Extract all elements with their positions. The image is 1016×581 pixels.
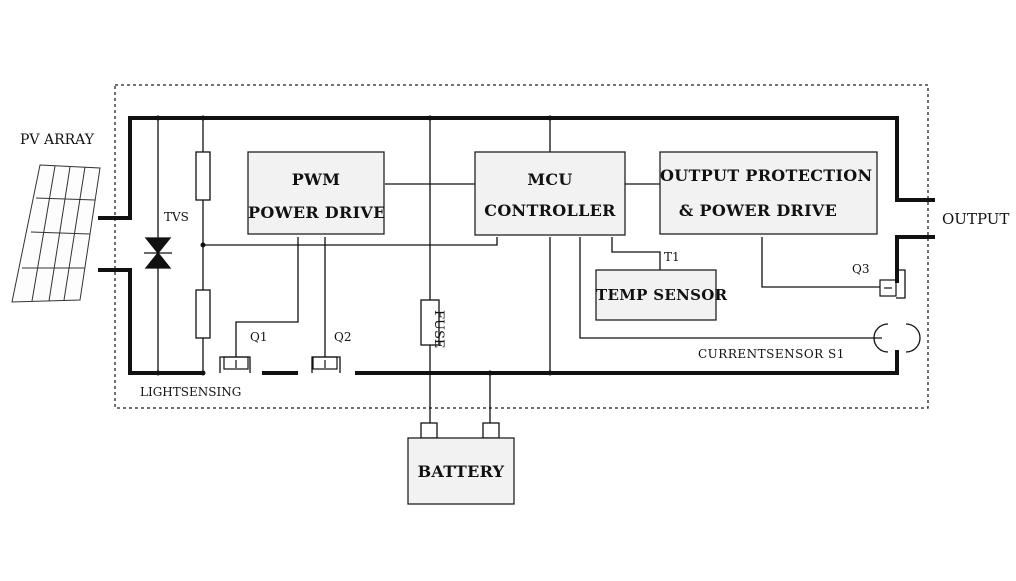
output-protection-line1: OUTPUT PROTECTION bbox=[660, 166, 873, 185]
main-rails bbox=[98, 116, 935, 375]
pwm-title-line1: PWM bbox=[291, 170, 341, 189]
mosfet-q3-icon bbox=[879, 279, 897, 297]
output-label: OUTPUT bbox=[942, 210, 1010, 228]
pwm-power-drive-block bbox=[247, 151, 385, 235]
controller-enclosure bbox=[114, 84, 929, 409]
negative-rail-left bbox=[98, 268, 203, 375]
junction-dots bbox=[155, 115, 553, 376]
mcu-title-line2: CONTROLLER bbox=[484, 201, 616, 220]
output-protection-block bbox=[659, 151, 878, 235]
battery-terminal-right bbox=[482, 422, 500, 439]
current-sensor-icon bbox=[873, 323, 921, 353]
negative-rail-right bbox=[355, 350, 899, 375]
mcu-title-line1: MCU bbox=[527, 170, 573, 189]
fuse-label: FUSE bbox=[431, 310, 446, 349]
pv-array-label: PV ARRAY bbox=[20, 132, 94, 148]
solar-panel-icon bbox=[11, 164, 101, 303]
temp-sensor-label: TEMP SENSOR bbox=[596, 286, 728, 304]
light-sensing-label: LIGHTSENSING bbox=[140, 385, 242, 399]
mcu-controller-block bbox=[474, 151, 626, 236]
positive-rail bbox=[98, 116, 935, 220]
q1-label: Q1 bbox=[250, 330, 268, 344]
output-negative bbox=[895, 235, 935, 283]
mosfet-q2-icon bbox=[312, 356, 338, 370]
t1-label: T1 bbox=[664, 250, 680, 264]
battery-label: BATTERY bbox=[417, 462, 505, 481]
tvs-diode-icon bbox=[144, 237, 172, 269]
battery-terminal-left bbox=[420, 422, 438, 439]
resistor-lower-icon bbox=[195, 289, 211, 339]
q3-label: Q3 bbox=[852, 262, 870, 276]
mosfet-q1-icon bbox=[223, 356, 249, 370]
resistor-upper-icon bbox=[195, 151, 211, 201]
output-protection-line2: & POWER DRIVE bbox=[678, 201, 838, 220]
q2-label: Q2 bbox=[334, 330, 352, 344]
temp-sensor-block bbox=[595, 269, 717, 321]
pwm-title-line2: POWER DRIVE bbox=[248, 203, 386, 222]
battery-block bbox=[407, 437, 515, 505]
tvs-label: TVS bbox=[164, 210, 189, 224]
fuse-icon bbox=[420, 299, 440, 346]
current-sensor-label: CURRENTSENSOR S1 bbox=[698, 347, 845, 361]
